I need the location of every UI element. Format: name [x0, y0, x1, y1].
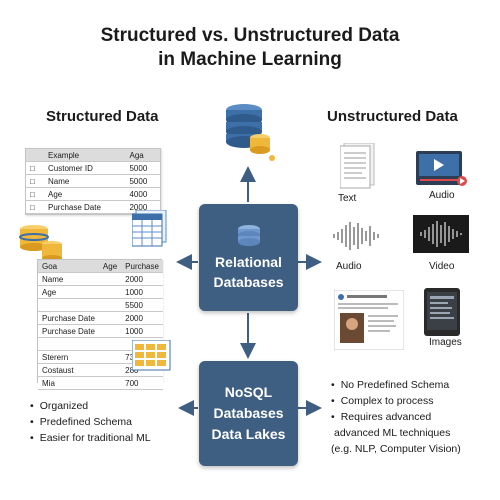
text-document-icon	[340, 143, 375, 189]
relational-label-1: Relational	[215, 253, 282, 270]
unstructured-heading: Unstructured Data	[327, 108, 458, 125]
relational-label-2: Databases	[213, 273, 284, 290]
table-1-header: Aga	[125, 149, 160, 162]
text-label: Text	[338, 193, 357, 204]
nosql-label-3: Data Lakes	[211, 426, 286, 442]
database-gold-icon	[19, 225, 62, 261]
table-row: 5500	[38, 298, 163, 312]
spreadsheet-icon	[132, 210, 167, 247]
table-2-header: Age	[98, 260, 122, 273]
structured-bullets: Organized Predefined Schema Easier for t…	[30, 398, 151, 446]
images-label: Images	[429, 337, 462, 348]
table-1-header: Example	[44, 149, 126, 162]
list-item: Predefined Schema	[30, 414, 151, 430]
nosql-label-2: Databases	[213, 405, 284, 421]
nosql-label-1: NoSQL	[224, 384, 273, 400]
video-frame-icon	[413, 215, 469, 253]
list-item: No Predefined Schema	[331, 377, 450, 393]
unstructured-continuation-1: advanced ML techniques	[334, 427, 451, 439]
phone-screen-image-icon	[424, 288, 460, 336]
unstructured-continuation-2: (e.g. NLP, Computer Vision)	[331, 443, 461, 455]
audio-label-2: Audio	[336, 261, 362, 272]
table-2-header: Goa	[38, 260, 99, 273]
database-stack-icon	[226, 104, 275, 161]
relational-databases-box: Relational Databases	[199, 204, 298, 311]
list-item: Complex to process	[331, 393, 449, 409]
page-title: Structured vs. Unstructured Data in Mach…	[0, 24, 500, 72]
video-label: Video	[429, 261, 455, 272]
audio-waveform-icon	[333, 222, 379, 250]
media-player-icon	[416, 151, 467, 186]
structured-heading: Structured Data	[46, 108, 159, 125]
nosql-data-lakes-box: NoSQL Databases Data Lakes	[199, 361, 298, 466]
list-item: Organized	[30, 398, 151, 414]
grid-table-icon	[132, 340, 171, 371]
social-post-image-icon	[334, 290, 404, 350]
unstructured-bullets: No Predefined Schema Complex to process …	[331, 377, 450, 425]
audio-label-1: Audio	[429, 190, 455, 201]
database-icon	[237, 224, 260, 246]
table-2-header: Purchase	[121, 260, 163, 273]
list-item: Requires advanced	[331, 409, 449, 425]
title-line-2: in Machine Learning	[158, 49, 342, 70]
title-line-1: Structured vs. Unstructured Data	[100, 25, 400, 46]
list-item: Easier for traditional ML	[30, 430, 151, 446]
